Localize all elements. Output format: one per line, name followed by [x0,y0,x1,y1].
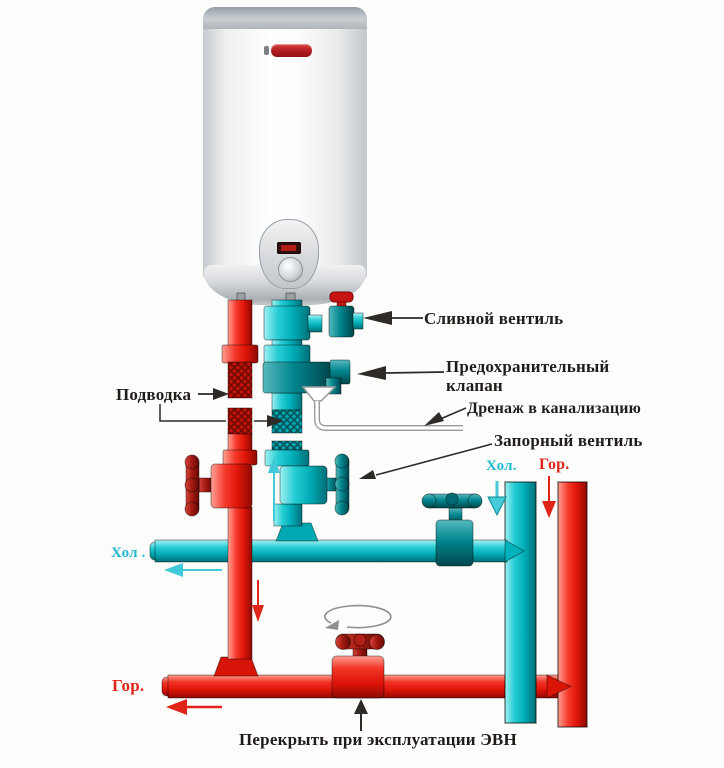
water-heater [203,7,367,305]
annotation-arrows [159,311,493,731]
drain-valve [307,291,364,338]
hot-pipe-tip [546,674,573,699]
drain-tube [301,386,463,431]
label-cold-left: Хол . [111,545,146,561]
heater-top-cap [203,7,367,33]
hot-main-valve [331,633,385,699]
label-safety-valve: Предохранительный клапан [446,357,610,396]
heater-control-panel [259,219,319,289]
rotation-arrow [324,604,392,630]
flow-arrows [164,456,556,715]
label-close-during-use: Перекрыть при эксплуатации ЭВН [239,730,517,749]
cold-main-valve [421,492,483,567]
cold-pipe-vertical [263,292,311,527]
thermostat-knob [278,257,303,282]
label-supply: Подводка [116,385,192,404]
brand-logo-mark [264,46,269,55]
label-hot-left: Гор. [112,676,145,695]
shutoff-valve [279,453,350,516]
label-drainage: Дренаж в канализацию [467,400,642,417]
label-shutoff-valve: Запорный вентиль [494,431,643,450]
hot-line-valve [184,454,253,517]
temperature-display [277,242,301,254]
label-cold-right: Хол. [486,458,517,474]
label-hot-right: Гор. [539,456,570,473]
cold-supply-riser [504,481,537,724]
label-drain-valve: Сливной вентиль [424,309,564,328]
hot-pipe-vertical [221,292,259,660]
brand-logo [271,44,312,57]
safety-valve [262,359,351,395]
